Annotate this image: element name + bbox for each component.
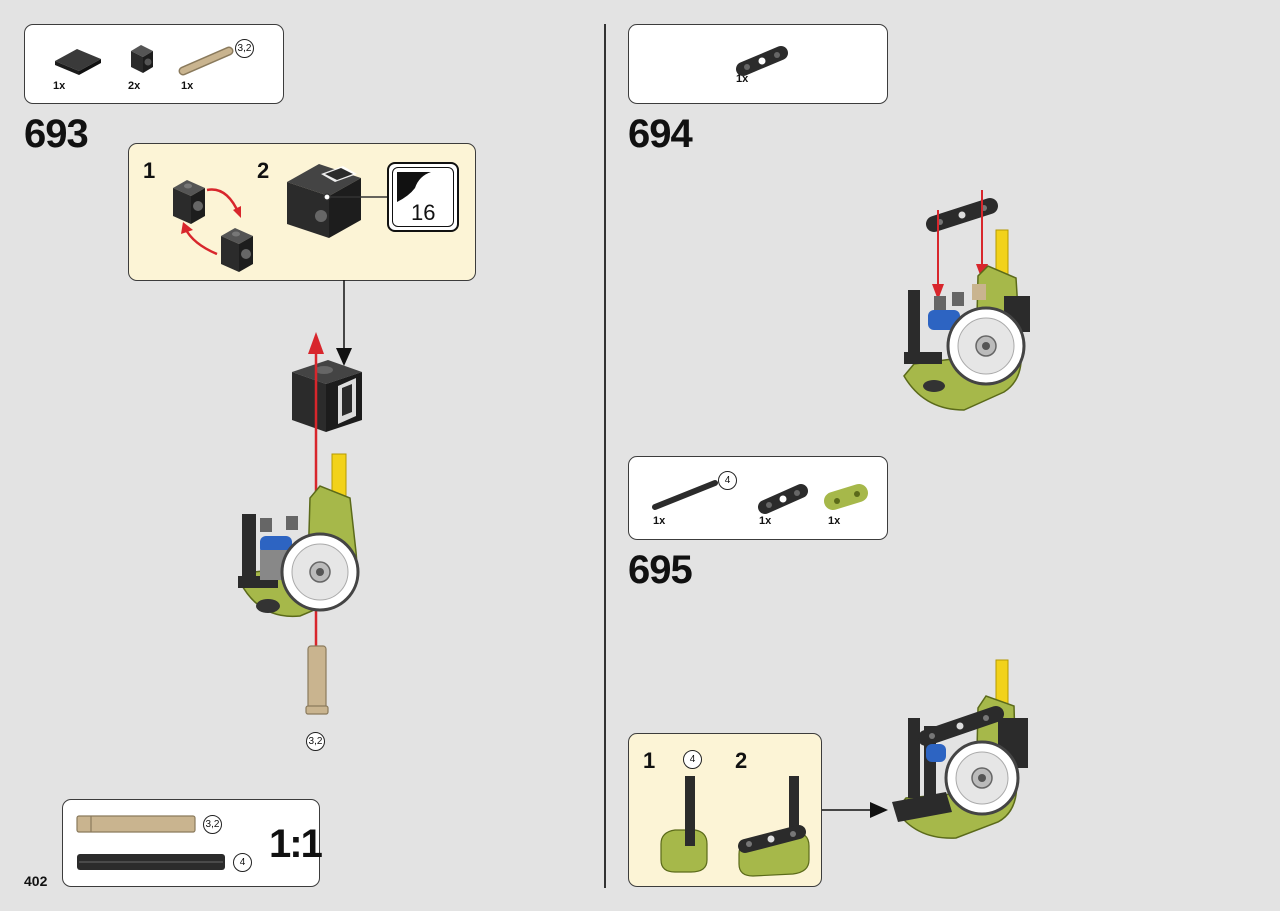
scale-reference-box: 3,2 4 1:1 bbox=[62, 799, 323, 887]
model-assembly-694 bbox=[903, 190, 1030, 411]
qty-label: 1x bbox=[828, 515, 841, 527]
step-number: 693 bbox=[24, 112, 89, 156]
axle-liftarm-icon bbox=[660, 776, 708, 873]
page-divider bbox=[604, 24, 606, 888]
parts-list-693: 1x 2x 3,2 1x bbox=[24, 24, 284, 104]
qty-label: 1x bbox=[759, 515, 772, 527]
sub-step-number: 2 bbox=[735, 748, 748, 773]
step-number: 695 bbox=[628, 548, 693, 592]
beam-3-icon bbox=[736, 46, 788, 76]
page-reference-box[interactable]: 16 bbox=[387, 162, 459, 232]
scale-label: 1:1 bbox=[269, 822, 323, 866]
callout-line bbox=[323, 193, 387, 201]
qty-label: 1x bbox=[653, 515, 666, 527]
parts-list-695: 4 1x 1x 1x bbox=[628, 456, 888, 540]
qty-label: 1x bbox=[736, 73, 749, 85]
arrow-connector bbox=[336, 280, 352, 366]
length-callout: 3,2 bbox=[235, 39, 254, 58]
brick-1x1-icon bbox=[131, 45, 153, 73]
liftarm-icon bbox=[824, 484, 868, 510]
page-corner-icon bbox=[397, 172, 431, 202]
model-assembly-693 bbox=[238, 332, 362, 715]
sub-assembly-panel-695: 1 4 2 bbox=[628, 733, 822, 887]
parts-list-694: 1x bbox=[628, 24, 888, 104]
length-callout: 3,2 bbox=[306, 732, 325, 751]
axle-4-icon bbox=[652, 480, 718, 510]
length-callout: 3,2 bbox=[203, 815, 222, 834]
brick-1x1-icon bbox=[173, 180, 253, 272]
arrow-connector bbox=[822, 802, 888, 818]
pin-3.2-icon bbox=[178, 46, 234, 76]
length-callout: 4 bbox=[233, 853, 252, 872]
sub-step-number: 1 bbox=[643, 748, 656, 773]
qty-label: 1x bbox=[181, 80, 194, 92]
sub-step-number: 2 bbox=[257, 158, 270, 183]
step-number: 694 bbox=[628, 112, 693, 156]
qty-label: 1x bbox=[53, 80, 66, 92]
length-callout: 4 bbox=[683, 750, 702, 769]
axle-4-scale-icon bbox=[77, 854, 225, 870]
sub-assembly-panel-693: 1 2 bbox=[128, 143, 476, 281]
page-number: 402 bbox=[24, 873, 48, 889]
tile-2x2-icon bbox=[55, 49, 101, 75]
length-callout: 4 bbox=[718, 471, 737, 490]
reference-page-number: 16 bbox=[411, 200, 436, 225]
beam-3-icon bbox=[758, 484, 808, 514]
brick-assembly-icon bbox=[287, 164, 361, 238]
model-assembly-695 bbox=[892, 659, 1028, 839]
pin-3.2-scale-icon bbox=[76, 815, 196, 833]
qty-label: 2x bbox=[128, 80, 141, 92]
axle-beam-liftarm-icon bbox=[738, 776, 810, 877]
sub-step-number: 1 bbox=[143, 158, 156, 183]
